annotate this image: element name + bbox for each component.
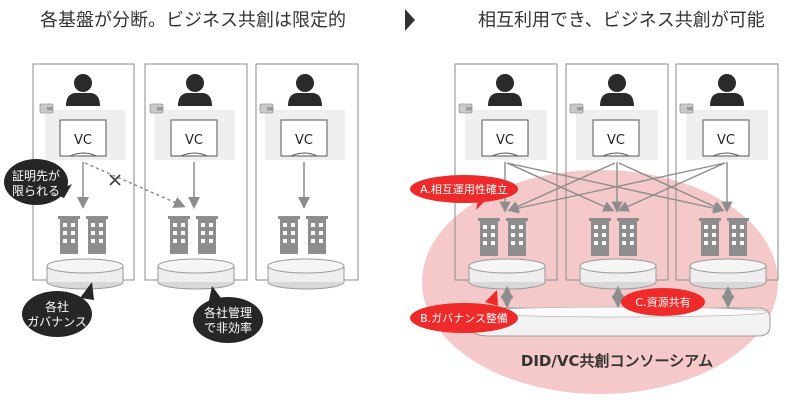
svg-text:各社管理: 各社管理: [204, 305, 252, 320]
svg-text:限られる: 限られる: [12, 184, 60, 198]
vc-label: VC: [295, 133, 313, 148]
vc-label: VC: [607, 133, 625, 148]
bubble-inefficient: 各社管理 で非効率: [193, 286, 263, 343]
right-vc-labels: VC VC VC: [496, 133, 735, 148]
right-title: 相互利用でき、ビジネス共創が可能: [478, 10, 765, 31]
vc-label: VC: [185, 133, 203, 148]
vc-label: VC: [717, 133, 735, 148]
svg-text:各社: 各社: [45, 299, 69, 314]
tag-interoperability: A.相互運用性確立: [410, 175, 518, 210]
svg-text:B.ガバナンス整備: B.ガバナンス整備: [420, 311, 508, 325]
consortium-label: DID/VC共創コンソーシアム: [521, 352, 713, 370]
left-vc-labels: VC VC VC: [74, 133, 313, 148]
svg-text:A.相互運用性確立: A.相互運用性確立: [420, 182, 508, 196]
tag-resource-sharing: C.資源共有: [621, 288, 705, 316]
vc-label: VC: [74, 133, 92, 148]
left-title: 各基盤が分断。ビジネス共創は限定的: [40, 10, 346, 31]
svg-text:証明先が: 証明先が: [12, 168, 60, 183]
left-panels: [32, 63, 359, 290]
bubble-governance: 各社 ガバナンス: [22, 282, 94, 337]
right-panels: [454, 63, 779, 337]
tag-governance: B.ガバナンス整備: [410, 290, 518, 333]
divider-arrow: [405, 9, 415, 31]
svg-text:で非効率: で非効率: [204, 320, 252, 335]
svg-text:ガバナンス: ガバナンス: [27, 315, 87, 329]
vc-label: VC: [496, 133, 514, 148]
bubble-verify: 証明先が 限られる: [4, 159, 72, 205]
svg-text:C.資源共有: C.資源共有: [635, 295, 690, 309]
